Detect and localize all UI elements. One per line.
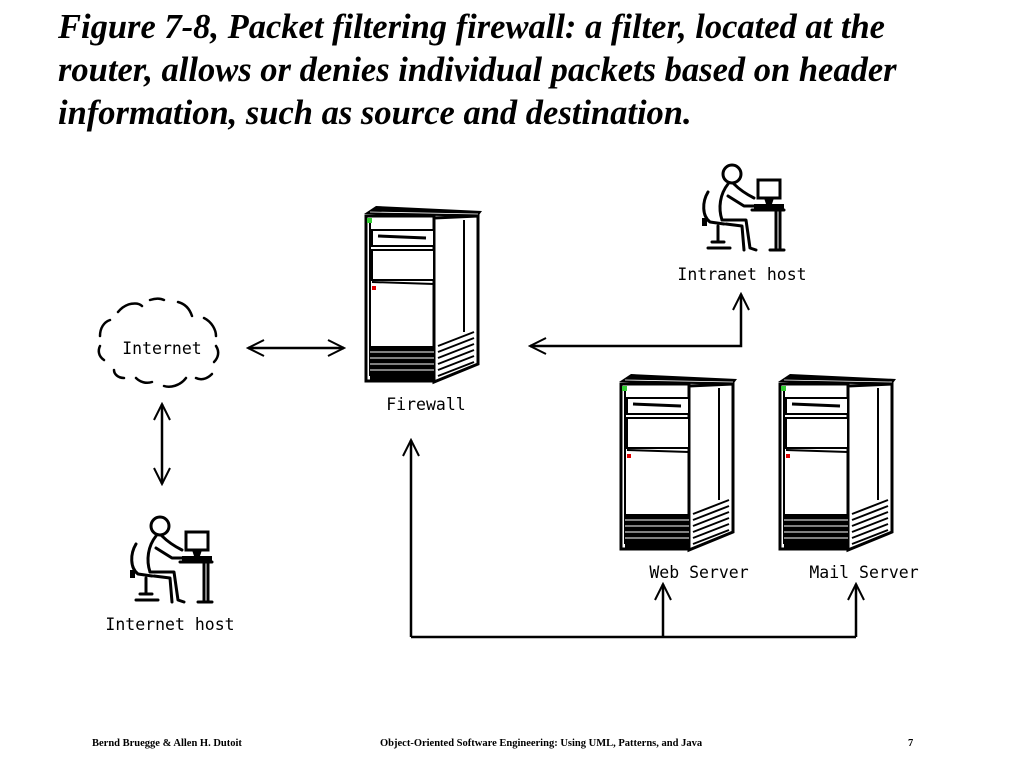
firewall-node: Firewall bbox=[362, 204, 484, 414]
footer-authors: Bernd Bruegge & Allen H. Dutoit bbox=[92, 738, 242, 749]
intranet-host-label: Intranet host bbox=[677, 265, 806, 284]
internet-host-label: Internet host bbox=[105, 615, 234, 634]
mail-server-node: Mail Server bbox=[776, 372, 919, 582]
workstation-user-icon bbox=[128, 515, 214, 604]
connection-firewall-servers bbox=[411, 440, 856, 639]
web-server-node: Web Server bbox=[617, 372, 749, 582]
footer-page-number: 7 bbox=[908, 738, 914, 749]
workstation-user-icon bbox=[700, 163, 786, 252]
server-tower-icon bbox=[617, 372, 739, 552]
web-server-label: Web Server bbox=[649, 563, 748, 582]
server-tower-icon bbox=[776, 372, 898, 552]
footer-book-title: Object-Oriented Software Engineering: Us… bbox=[380, 738, 703, 749]
internet-label: Internet bbox=[122, 339, 201, 358]
intranet-host-node: Intranet host bbox=[677, 163, 807, 284]
internet-host-node: Internet host bbox=[105, 515, 235, 634]
slide-title: Figure 7-8, Packet filtering firewall: a… bbox=[58, 8, 897, 132]
connection-firewall-intranet-host bbox=[530, 294, 741, 346]
mail-server-label: Mail Server bbox=[809, 563, 918, 582]
cloud-icon bbox=[97, 297, 220, 388]
firewall-label: Firewall bbox=[386, 395, 465, 414]
server-tower-icon bbox=[362, 204, 484, 384]
internet-node: Internet bbox=[97, 297, 220, 388]
